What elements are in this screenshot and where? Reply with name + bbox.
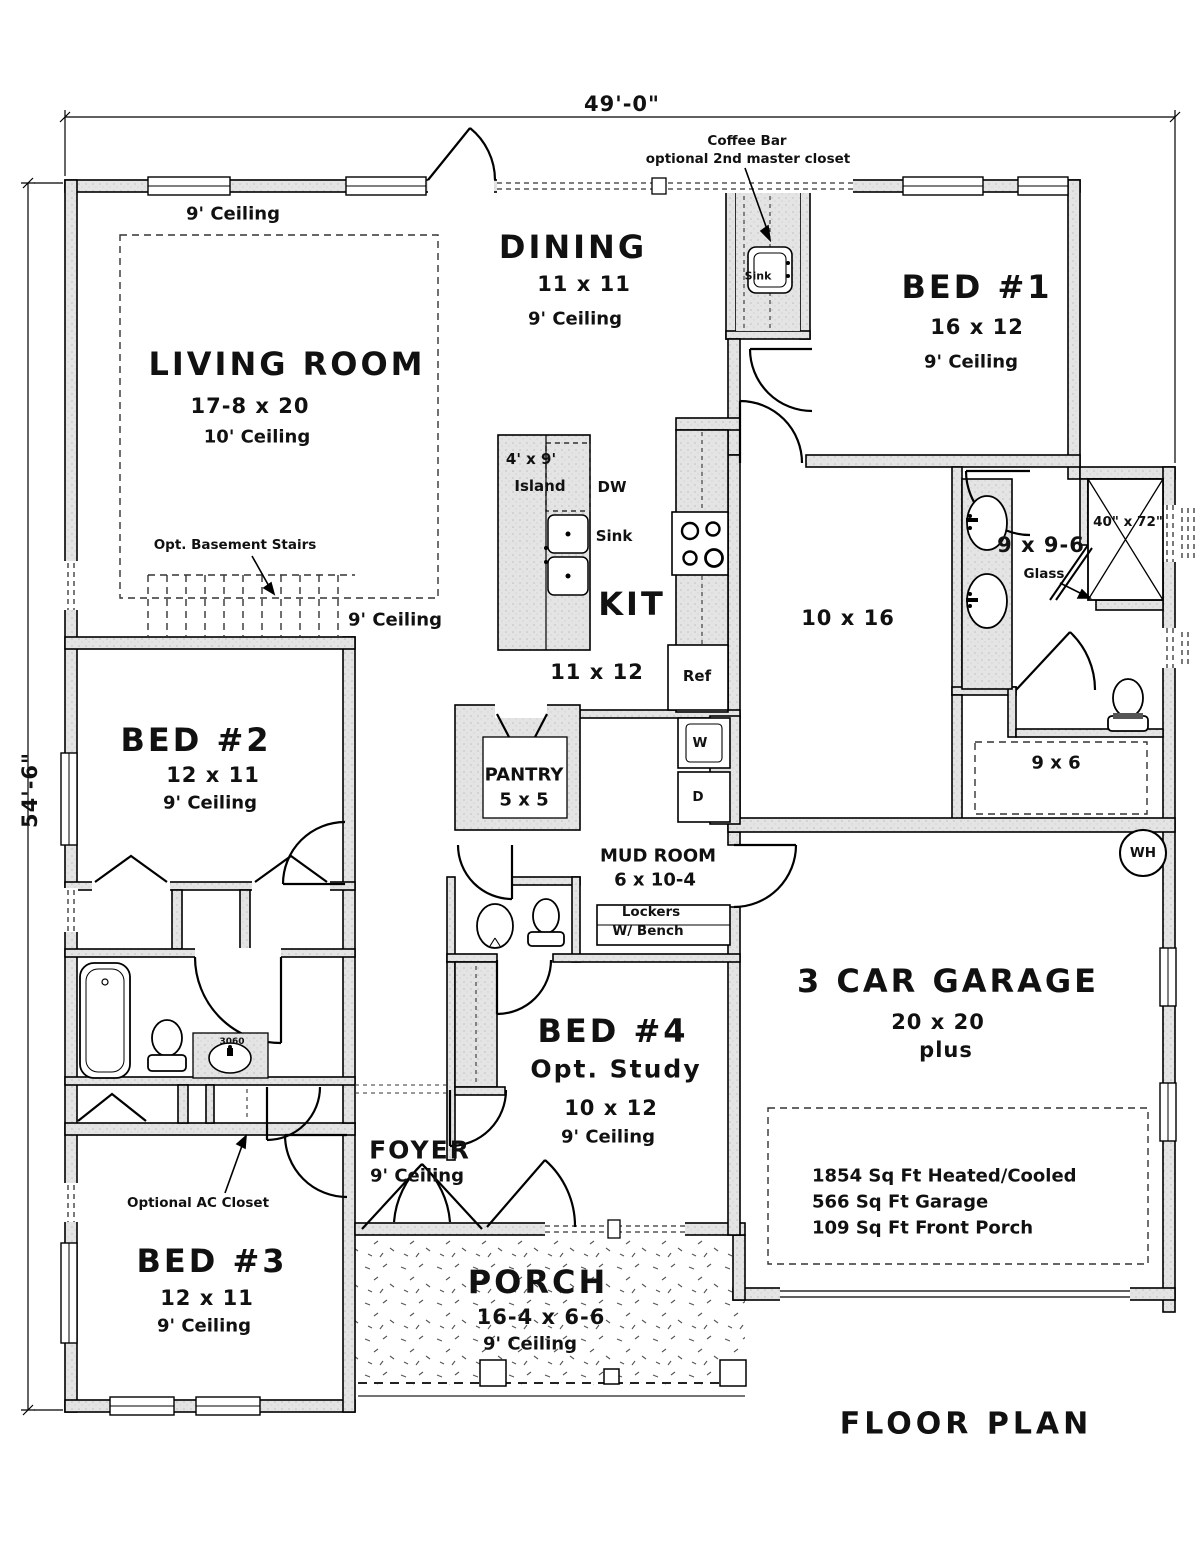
windows <box>60 176 1195 1416</box>
room-size-garage-plus: plus <box>919 1038 973 1062</box>
wall-openings <box>92 179 547 958</box>
basement-stairs-note: Opt. Basement Stairs <box>153 537 317 553</box>
stat-front-porch: 109 Sq Ft Front Porch <box>812 1217 1034 1239</box>
powder-bath-fixtures <box>476 898 565 949</box>
master-bath-size-label: 9 x 9-6 <box>997 533 1085 557</box>
dimension-height-label: 54'-6" <box>18 752 42 828</box>
washer-box <box>677 717 731 769</box>
dryer-box <box>677 771 731 823</box>
lockers-label-line2: W/ Bench <box>612 923 684 939</box>
island-size-label: 4' x 9' <box>505 450 557 468</box>
room-label-living: LIVING ROOM <box>148 345 426 383</box>
water-heater-label: WH <box>1129 845 1157 861</box>
dimension-lines <box>21 110 1181 1416</box>
room-ceiling-bed1: 9' Ceiling <box>924 351 1018 373</box>
room-label-dining: DINING <box>498 228 648 266</box>
kitchen-sink-label: Sink <box>595 527 633 545</box>
room-size-dining: 11 x 11 <box>537 272 631 296</box>
island-label: Island <box>514 477 566 495</box>
room-ceiling-porch: 9' Ceiling <box>483 1333 577 1355</box>
kitchen-island <box>544 435 589 650</box>
ac-closet-note: Optional AC Closet <box>126 1195 270 1211</box>
porch-floor <box>355 1235 747 1397</box>
room-ceiling-bed4: 9' Ceiling <box>561 1126 655 1148</box>
room-size-garage: 20 x 20 <box>891 1010 985 1034</box>
room-size-pantry: 5 x 5 <box>499 789 549 811</box>
room-size-porch: 16-4 x 6-6 <box>476 1305 606 1329</box>
closet-9x6-size-label: 9 x 6 <box>1031 752 1081 774</box>
room-label-pantry: PANTRY <box>484 764 564 786</box>
room-label-foyer: FOYER <box>369 1135 471 1165</box>
annotation-arrows <box>224 167 1092 1194</box>
room-subtitle-bed4: Opt. Study <box>530 1054 702 1084</box>
room-label-mudroom: MUD ROOM <box>599 845 717 867</box>
dimension-width-label: 49'-0" <box>584 92 660 116</box>
refrigerator <box>667 644 729 711</box>
doors <box>77 127 1097 1230</box>
room-ceiling-living: 10' Ceiling <box>203 426 311 448</box>
room-size-bed3: 12 x 11 <box>160 1286 254 1310</box>
room-size-kitchen: 11 x 12 <box>550 660 644 684</box>
toilet-master <box>1107 678 1149 732</box>
wic-size-label: 10 x 16 <box>801 606 895 630</box>
room-label-bed3: BED #3 <box>136 1242 288 1280</box>
coffee-sink-label: Sink <box>744 269 772 283</box>
room-label-garage: 3 CAR GARAGE <box>797 962 1099 1000</box>
coffee-bar-note-line2: optional 2nd master closet <box>645 151 851 167</box>
washer-label: W <box>692 735 708 751</box>
coffee-bar-sink <box>747 246 793 294</box>
shower-size-label: 40" x 72" <box>1093 514 1163 530</box>
room-label-kitchen: KIT <box>598 585 666 623</box>
lockers-bench <box>596 904 731 946</box>
dishwasher-label: DW <box>597 478 627 496</box>
dryer-label: D <box>692 789 704 805</box>
refrigerator-label: Ref <box>682 667 712 685</box>
stove <box>671 511 729 576</box>
coffee-bar-note-line1: Coffee Bar <box>707 133 787 149</box>
master-vanity-sinks <box>966 495 1008 629</box>
room-ceiling-dining: 9' Ceiling <box>528 308 622 330</box>
hall-bath-fixtures <box>79 962 269 1079</box>
water-heater <box>1119 829 1167 877</box>
room-label-bed4: BED #4 <box>537 1012 689 1050</box>
room-size-bed2: 12 x 11 <box>166 763 260 787</box>
fixtures <box>79 246 1167 1079</box>
room-ceiling-bed3: 9' Ceiling <box>157 1315 251 1337</box>
room-label-porch: PORCH <box>467 1263 609 1301</box>
glass-label: Glass <box>1023 566 1065 582</box>
room-label-bed1: BED #1 <box>901 268 1053 306</box>
room-size-mudroom: 6 x 10-4 <box>614 869 696 891</box>
room-size-bed1: 16 x 12 <box>930 315 1024 339</box>
ceiling-note-stairs: 9' Ceiling <box>348 609 442 631</box>
room-size-living: 17-8 x 20 <box>190 394 310 418</box>
room-label-bed2: BED #2 <box>120 721 272 759</box>
stat-heated-cooled: 1854 Sq Ft Heated/Cooled <box>812 1165 1077 1187</box>
stat-garage: 566 Sq Ft Garage <box>812 1191 989 1213</box>
vanity-size-label: 3060 <box>219 1037 245 1047</box>
room-size-bed4: 10 x 12 <box>564 1096 658 1120</box>
ceiling-note-top-left: 9' Ceiling <box>186 203 280 225</box>
room-ceiling-bed2: 9' Ceiling <box>163 792 257 814</box>
page-title: FLOOR PLAN <box>839 1406 1093 1442</box>
room-ceiling-foyer: 9' Ceiling <box>370 1165 464 1187</box>
lockers-label-line1: Lockers <box>621 904 681 920</box>
shower <box>1049 478 1164 601</box>
pantry-interior <box>482 736 568 819</box>
